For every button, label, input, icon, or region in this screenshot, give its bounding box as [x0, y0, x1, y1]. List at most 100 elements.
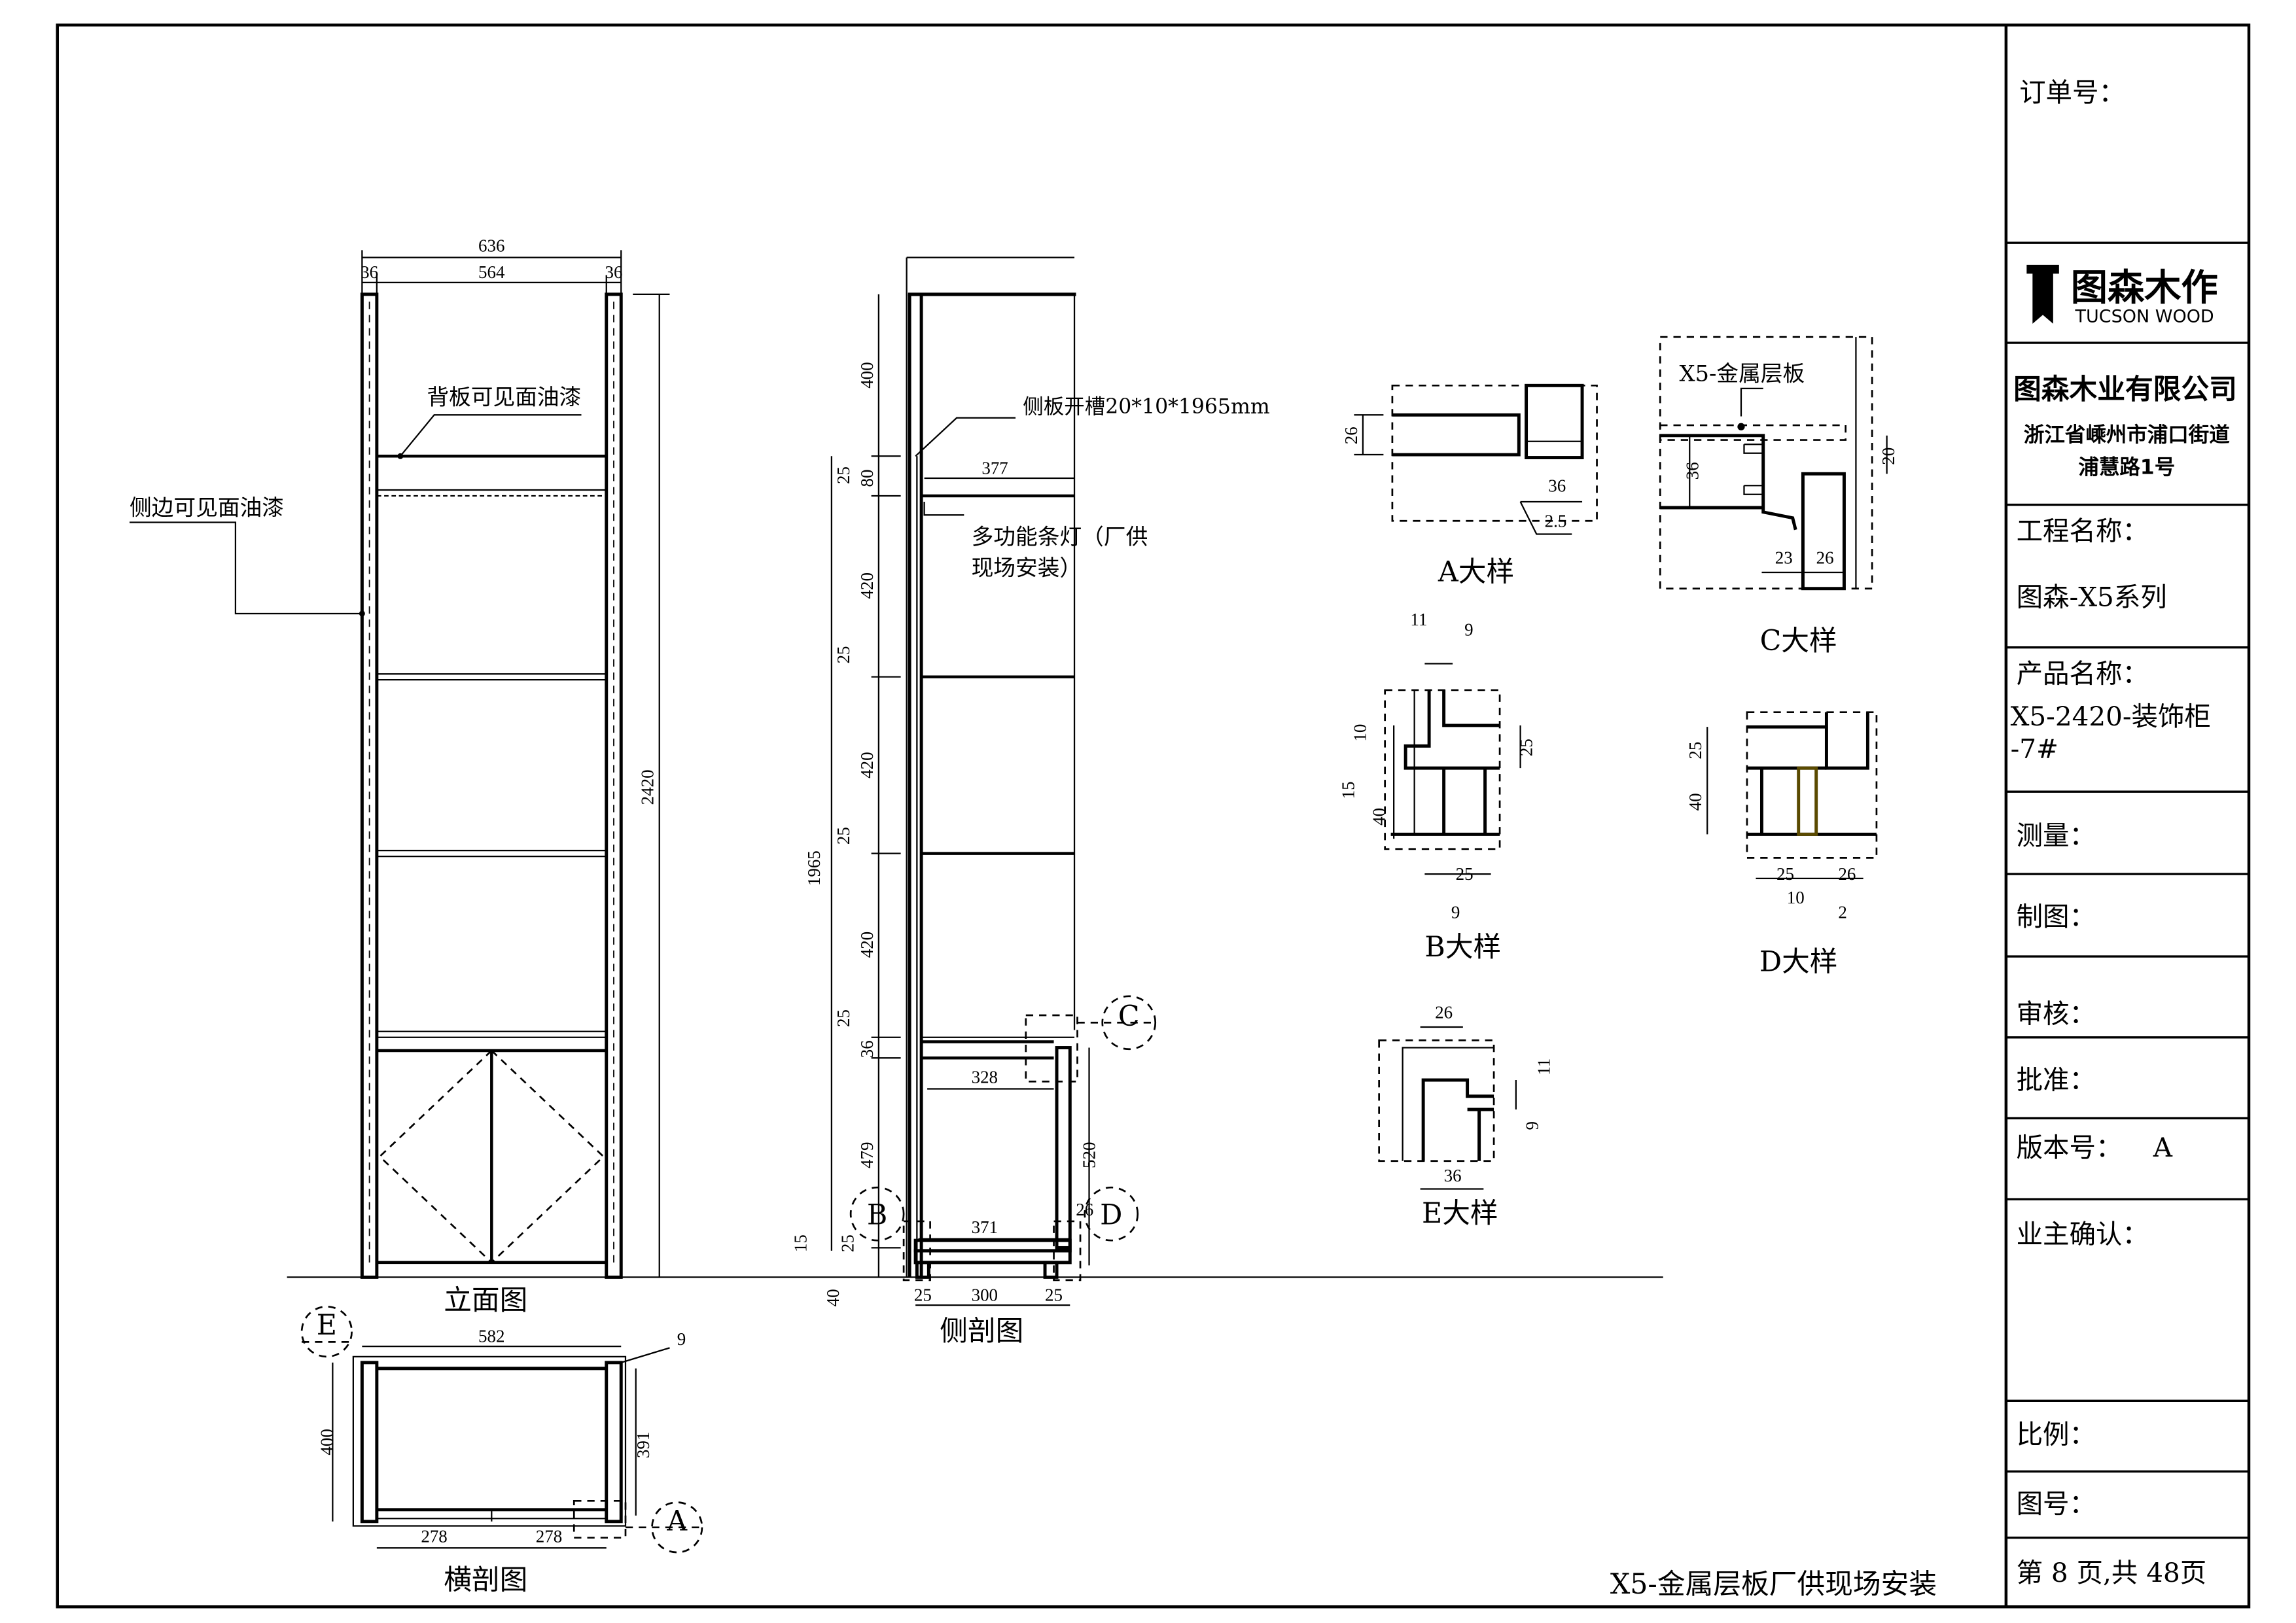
version-label: 版本号： — [2017, 1132, 2123, 1163]
footer-note: X5-金属层板厂供现场安装 — [1610, 1568, 1937, 1601]
dim-a-2-5: 2.5 — [1545, 511, 1567, 531]
dim-b-40: 40 — [1369, 808, 1389, 826]
dim-e-26: 26 — [1435, 1003, 1453, 1022]
product-label: 产品名称： — [2017, 658, 2149, 689]
dim-left: 36 — [361, 262, 378, 282]
dim-plan-depth: 400 — [317, 1429, 336, 1455]
note-side-slot: 侧板开槽20*10*1965mm — [1023, 395, 1269, 419]
note-light-2: 现场安装） — [972, 555, 1082, 580]
detail-b: 11 9 10 15 40 25 25 9 B大样 — [1338, 610, 1536, 964]
side-section-view: 400 25 80 420 25 420 25 420 25 36 479 25… — [791, 256, 1270, 1348]
dim-b-9-bottom: 9 — [1451, 903, 1460, 922]
dim-d-2: 2 — [1838, 903, 1847, 922]
owner-confirm-label: 业主确认： — [2017, 1219, 2149, 1250]
note-metal-shelf: X5-金属层板 — [1680, 361, 1805, 387]
dim-e-9: 9 — [1523, 1121, 1542, 1130]
company-address-2: 浦慧路1号 — [2078, 455, 2175, 479]
company-logo: 图森木作 TUCSON WOOD — [2026, 264, 2218, 327]
note-side-paint: 侧边可见面油漆 — [130, 495, 284, 520]
dim-377: 377 — [981, 458, 1008, 478]
dim-plan-inner-depth: 391 — [633, 1432, 653, 1458]
detail-d-title: D大样 — [1759, 946, 1838, 979]
note-back-paint: 背板可见面油漆 — [427, 385, 581, 410]
callout-d: D — [1084, 1186, 1139, 1242]
logo-text-cn: 图森木作 — [2071, 267, 2218, 309]
svg-text:D: D — [1100, 1198, 1122, 1231]
detail-e-title: E大样 — [1422, 1197, 1498, 1230]
dim-520: 520 — [1080, 1142, 1099, 1168]
company-name: 图森木业有限公司 — [2013, 374, 2237, 406]
dim-b-10: 10 — [1350, 724, 1369, 742]
dim-shelf2: 420 — [857, 752, 877, 778]
scale-label: 比例： — [2017, 1419, 2096, 1450]
dim-25d: 25 — [834, 1009, 853, 1027]
project-value: 图森-X5系列 — [2017, 582, 2167, 613]
note-light-1: 多功能条灯（厂供 — [972, 524, 1148, 550]
callout-e: E — [300, 1306, 353, 1358]
dim-height: 2420 — [638, 769, 658, 805]
dim-plan-half-left: 278 — [421, 1526, 447, 1546]
approve-label: 批准： — [2017, 1064, 2096, 1095]
draw-label: 制图： — [2017, 901, 2096, 932]
callout-a: A — [625, 1501, 703, 1554]
dim-c-23: 23 — [1775, 548, 1793, 567]
dim-36: 36 — [857, 1040, 877, 1058]
dim-b-25-bottom: 25 — [1456, 864, 1474, 884]
elevation-view: 636 36 564 36 2420 背板可见面油漆 侧边可见面油漆 立面图 — [130, 236, 670, 1317]
dim-1965: 1965 — [804, 850, 824, 886]
review-label: 审核： — [2017, 998, 2096, 1029]
dim-inner: 564 — [478, 262, 505, 282]
dim-80: 80 — [857, 470, 877, 487]
callout-b: B — [849, 1186, 905, 1242]
dim-b-25: 25 — [1517, 739, 1536, 756]
svg-text:B: B — [867, 1198, 887, 1231]
detail-c: X5-金属层板 36 20 23 26 C大样 — [1659, 336, 1898, 657]
elevation-title: 立面图 — [444, 1284, 527, 1317]
detail-d: 25 40 25 26 10 2 D大样 — [1686, 711, 1878, 979]
dim-25c: 25 — [834, 827, 853, 845]
dim-d-25: 25 — [1686, 742, 1705, 759]
detail-a-title: A大样 — [1438, 555, 1514, 588]
svg-text:C: C — [1118, 1000, 1140, 1033]
dim-c-26: 26 — [1816, 548, 1834, 567]
svg-text:A: A — [666, 1505, 688, 1537]
product-value-2: -7# — [2011, 733, 2058, 764]
detail-a: 26 36 2.5 A大样 — [1341, 383, 1598, 588]
svg-text:E: E — [317, 1309, 337, 1342]
dim-d-26: 26 — [1838, 864, 1856, 884]
company-address-1: 浙江省嵊州市浦口街道 — [2024, 423, 2230, 447]
dim-plan-gap: 9 — [677, 1329, 686, 1349]
dim-b-9: 9 — [1464, 620, 1474, 640]
dim-a-26: 26 — [1341, 427, 1361, 444]
detail-b-title: B大样 — [1424, 931, 1501, 964]
callout-c: C — [1077, 995, 1157, 1051]
door-right-swing — [491, 1050, 605, 1263]
detail-e: 26 36 11 9 E大样 — [1378, 1003, 1554, 1230]
dim-c-20: 20 — [1879, 447, 1898, 465]
dim-371: 371 — [972, 1217, 998, 1237]
dim-479: 479 — [857, 1142, 877, 1168]
dim-total-width: 636 — [478, 236, 504, 256]
dim-40: 40 — [823, 1289, 843, 1306]
dim-plan-half-right: 278 — [536, 1526, 562, 1546]
order-no-label: 订单号： — [2019, 77, 2125, 108]
product-value: X5-2420-装饰柜 — [2011, 701, 2211, 732]
version-value: A — [2153, 1132, 2173, 1163]
plan-section-view: 582 400 391 9 278 278 E A 横剖图 — [300, 1306, 703, 1596]
measure-label: 测量： — [2017, 820, 2096, 851]
dim-c-36: 36 — [1683, 462, 1703, 480]
dim-25a: 25 — [834, 466, 853, 484]
side-section-title: 侧剖图 — [940, 1315, 1023, 1348]
dim-foot-span: 300 — [972, 1285, 998, 1304]
dim-foot-left: 25 — [914, 1285, 932, 1304]
dim-shelf3: 420 — [857, 932, 877, 958]
dim-top: 400 — [857, 362, 877, 388]
dim-b-15: 15 — [1338, 781, 1358, 799]
dim-15: 15 — [791, 1234, 811, 1252]
dim-328: 328 — [972, 1067, 998, 1087]
dim-25e: 25 — [838, 1234, 858, 1252]
project-label: 工程名称： — [2017, 515, 2149, 547]
page-number: 第 8 页,共 48页 — [2017, 1557, 2207, 1588]
dim-d-25w: 25 — [1776, 864, 1794, 884]
